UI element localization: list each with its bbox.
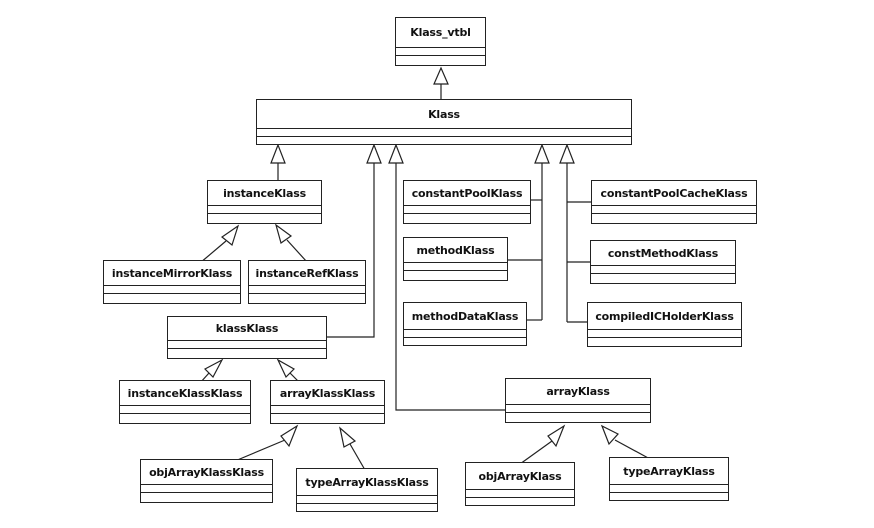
edge-obj-array-klass-klass — [234, 439, 286, 462]
edge-instance-ref-klass — [286, 239, 308, 263]
class-instance-klass-klass: instanceKlassKlass — [119, 380, 251, 424]
edge-obj-array-klass — [519, 440, 553, 465]
class-name: methodDataKlass — [411, 309, 519, 323]
class-name: arrayKlassKlass — [279, 386, 376, 400]
class-name: klassKlass — [215, 322, 279, 335]
class-name: Klass — [428, 107, 460, 121]
edge-type-array-klass-klass — [349, 443, 366, 471]
class-constant-pool-klass: constantPoolKlass — [403, 180, 531, 224]
class-name: objArrayKlass — [478, 469, 562, 483]
inheritance-arrow-icon — [547, 424, 566, 448]
edge-array-klass-to-klass — [395, 163, 505, 411]
inheritance-arrow-icon — [559, 143, 575, 164]
class-compiled-ic-holder-klass: compiledICHolderKlass — [587, 302, 742, 347]
class-instance-mirror-klass: instanceMirrorKlass — [103, 260, 241, 304]
class-name: typeArrayKlass — [623, 464, 715, 478]
edge-type-array-klass — [614, 439, 651, 460]
class-name: constantPoolKlass — [411, 186, 523, 200]
inheritance-arrow-icon — [220, 224, 240, 247]
inheritance-arrow-icon — [274, 223, 293, 244]
class-method-data-klass: methodDataKlass — [403, 302, 527, 346]
edge-klass-klass-to-klass — [327, 163, 375, 338]
inheritance-arrow-icon — [204, 358, 224, 378]
inheritance-arrow-icon — [280, 424, 299, 448]
inheritance-arrow-icon — [534, 143, 550, 164]
class-obj-array-klass: objArrayKlass — [465, 462, 575, 506]
class-name: objArrayKlassKlass — [149, 465, 264, 479]
class-klass: Klass — [256, 99, 632, 145]
class-array-klass: arrayKlass — [505, 378, 651, 423]
class-const-method-klass: constMethodKlass — [590, 240, 736, 284]
edge-instance-mirror-klass — [199, 240, 227, 264]
class-instance-klass: instanceKlass — [207, 180, 322, 224]
class-constant-pool-cache-klass: constantPoolCacheKlass — [591, 180, 757, 224]
inheritance-arrow-icon — [366, 143, 382, 164]
class-name: instanceKlass — [223, 186, 306, 200]
class-obj-array-klass-klass: objArrayKlassKlass — [140, 459, 273, 503]
inheritance-arrow-icon — [433, 66, 449, 85]
class-name: compiledICHolderKlass — [595, 309, 734, 323]
class-name: typeArrayKlassKlass — [305, 475, 429, 489]
class-name: Klass_vtbl — [410, 26, 471, 39]
class-name: instanceRefKlass — [255, 266, 359, 280]
class-name: arrayKlass — [546, 385, 610, 398]
class-name: instanceKlassKlass — [127, 386, 243, 400]
inheritance-arrow-icon — [270, 143, 286, 164]
class-method-klass: methodKlass — [403, 237, 508, 281]
class-name: instanceMirrorKlass — [111, 266, 233, 280]
class-name: constMethodKlass — [607, 246, 719, 260]
class-type-array-klass: typeArrayKlass — [609, 457, 729, 501]
inheritance-arrow-icon — [339, 426, 357, 448]
inheritance-arrow-icon — [388, 143, 404, 164]
class-array-klass-klass: arrayKlassKlass — [270, 380, 385, 424]
class-klass-klass: klassKlass — [167, 316, 327, 359]
class-name: methodKlass — [416, 243, 495, 257]
class-type-array-klass-klass: typeArrayKlassKlass — [296, 468, 438, 512]
class-klass-vtbl: Klass_vtbl — [395, 17, 486, 66]
class-instance-ref-klass: instanceRefKlass — [248, 260, 366, 304]
inheritance-arrow-icon — [276, 358, 295, 379]
class-name: constantPoolCacheKlass — [600, 186, 748, 200]
inheritance-arrow-icon — [600, 424, 619, 446]
